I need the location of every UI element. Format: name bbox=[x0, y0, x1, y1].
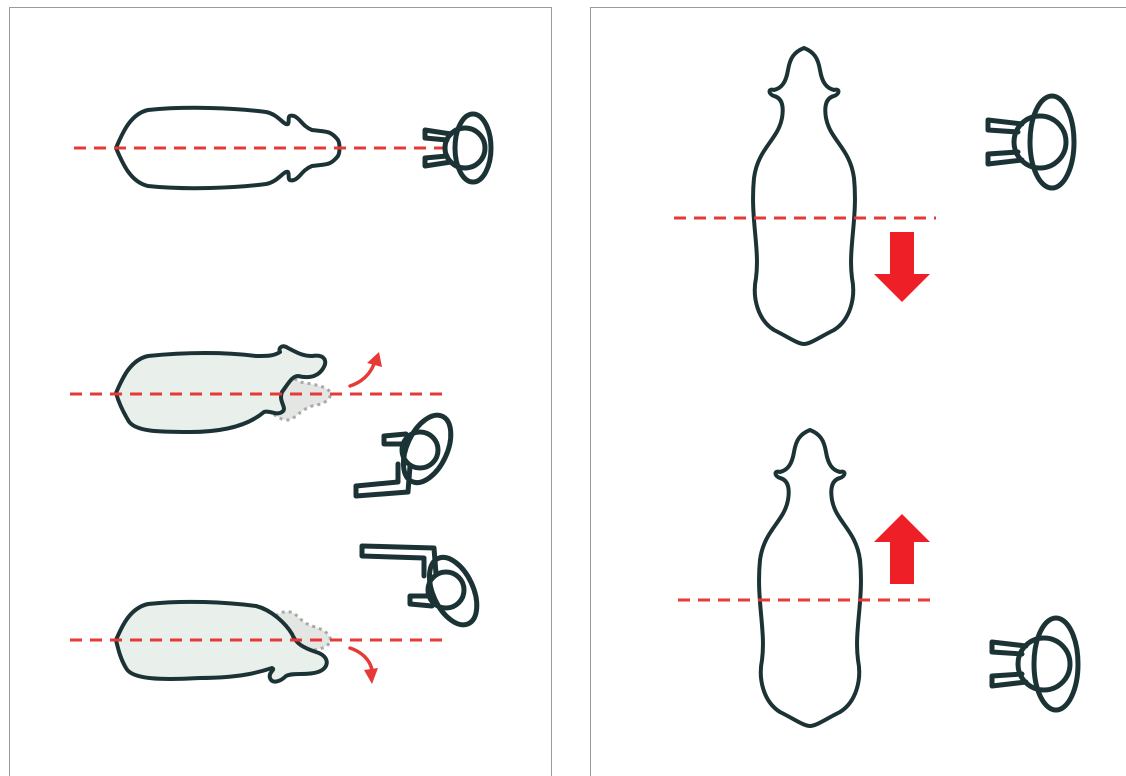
scene-handler-ahead-animal-moves-back bbox=[674, 46, 1074, 346]
cow-top-view-icon bbox=[114, 599, 329, 684]
handler-top-view-icon bbox=[353, 412, 454, 499]
handler-top-view-icon bbox=[359, 543, 480, 628]
scene-cow-facing-handler bbox=[74, 105, 491, 191]
cow-top-view-icon bbox=[114, 344, 328, 434]
curved-arrow-icon bbox=[348, 646, 374, 672]
arrow-head-up bbox=[367, 352, 382, 367]
down-arrow-icon bbox=[874, 232, 930, 302]
curved-arrow-icon bbox=[348, 362, 376, 388]
arrow-head-down bbox=[364, 668, 378, 684]
scene-head-turned-up bbox=[70, 344, 454, 499]
up-arrow-icon bbox=[874, 514, 930, 584]
scene-handler-behind-animal-moves-forward bbox=[678, 428, 1078, 728]
scene-head-turned-down bbox=[70, 543, 480, 684]
